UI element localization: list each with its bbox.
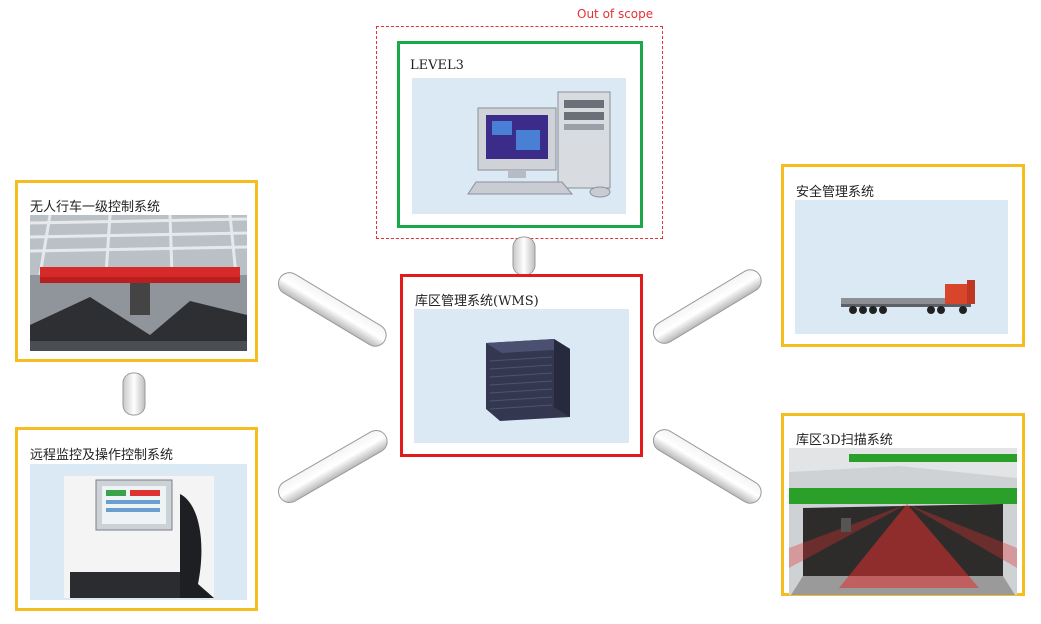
remote-monitoring-node[interactable]: 远程监控及操作控制系统 (15, 427, 258, 611)
remote-monitoring-title: 远程监控及操作控制系统 (30, 448, 174, 463)
truck-image (795, 200, 1008, 334)
level3-node[interactable]: LEVEL3 (397, 41, 643, 228)
computer-image (412, 78, 626, 214)
safety-management-node[interactable]: 安全管理系统 (781, 164, 1025, 347)
scan3d-image (789, 448, 1017, 595)
connector-crane-wms (277, 272, 387, 347)
safety-management-title: 安全管理系统 (796, 185, 875, 200)
computer-icon (467, 91, 611, 198)
wms-node[interactable]: 库区管理系统(WMS) (400, 274, 643, 457)
scan3d-title: 库区3D扫描系统 (796, 433, 893, 448)
server-image (414, 309, 629, 443)
crane-image (30, 215, 247, 351)
level3-title: LEVEL3 (410, 58, 464, 73)
remote-console-image (30, 464, 247, 600)
connector-remote-wms (278, 430, 388, 503)
scan3d-node[interactable]: 库区3D扫描系统 (781, 413, 1025, 596)
server-icon (486, 339, 570, 421)
truck-icon (841, 280, 975, 314)
wms-title: 库区管理系统(WMS) (415, 294, 539, 309)
crane-control-title: 无人行车一级控制系统 (30, 200, 161, 215)
scan3d-render-icon (789, 448, 1017, 595)
connector-wms-scan3d (652, 429, 762, 504)
connector-level3-wms (512, 236, 536, 276)
connector-wms-safety (652, 269, 762, 344)
connector-crane-remote (122, 372, 146, 416)
crane-control-node[interactable]: 无人行车一级控制系统 (15, 180, 258, 362)
out-of-scope-label: Out of scope (577, 7, 654, 21)
crane-photo-icon (30, 215, 247, 351)
console-photo-icon (64, 476, 214, 598)
